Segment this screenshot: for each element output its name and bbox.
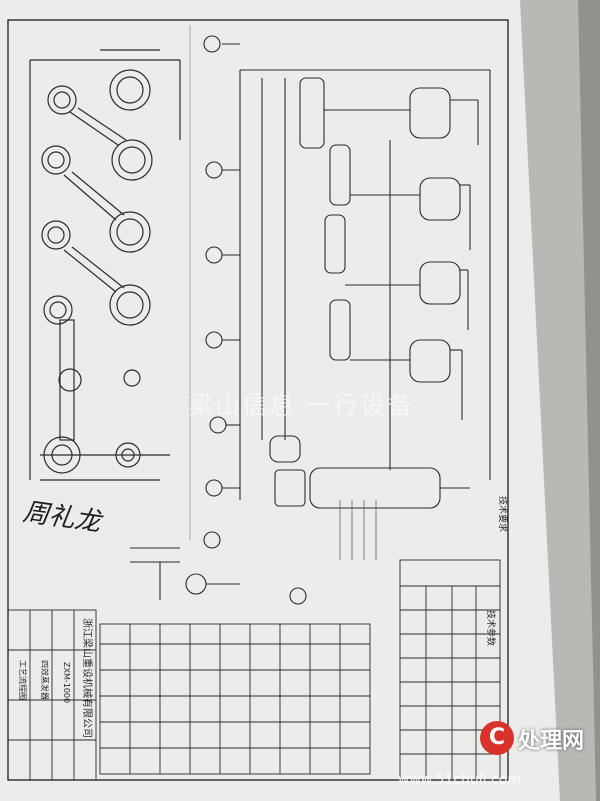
drawing-name-2: 工艺流程图 — [18, 660, 28, 700]
company-name: 浙江梁山重设机械有限公司 — [81, 618, 94, 738]
brand-c-icon: C — [480, 721, 514, 755]
tech-table-title: 技术参数 — [485, 610, 497, 646]
brand-name: 处理网 — [518, 729, 585, 754]
drawing-number: ZXM-1000 — [62, 662, 71, 703]
notes-title: 技术要求 — [497, 496, 509, 532]
brand-logo: C 处理网 — [480, 717, 592, 759]
drawing-name-1: 四效蒸发器 — [40, 660, 50, 700]
watermark-text: 梁山信息 一行设备 — [188, 391, 414, 420]
site-url: www.51chuli.com — [398, 772, 521, 788]
